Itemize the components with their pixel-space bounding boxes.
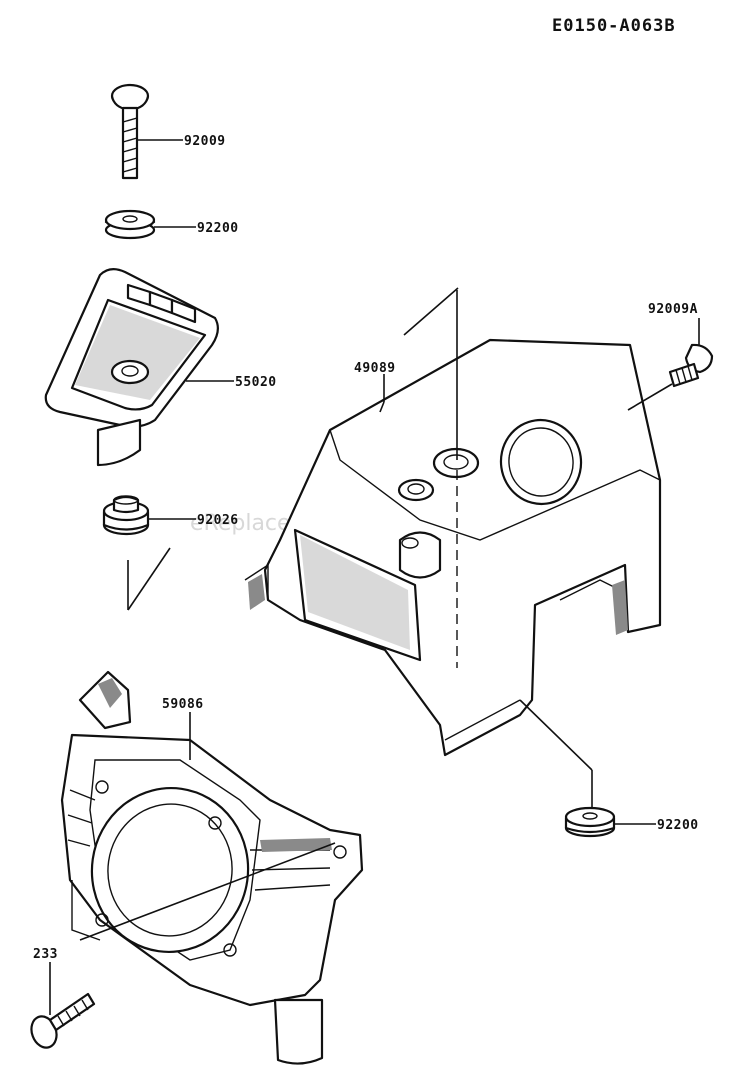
label-92200-bottom: 92200 <box>657 818 699 833</box>
label-55020: 55020 <box>235 375 277 390</box>
screw-bottom-part <box>30 992 96 1049</box>
label-92009: 92009 <box>184 134 226 149</box>
washer-bottom-part <box>564 806 616 838</box>
label-59086: 59086 <box>162 697 204 712</box>
label-92026: 92026 <box>197 513 239 528</box>
washer-top-part <box>104 209 156 240</box>
label-49089: 49089 <box>354 361 396 376</box>
shroud-part <box>60 670 364 1065</box>
bolt-right-part <box>668 343 714 388</box>
bushing-part <box>102 495 150 536</box>
bolt-top-part <box>110 83 150 180</box>
label-92009A: 92009A <box>648 302 698 317</box>
cover-part <box>244 338 662 757</box>
diagram-code: E0150-A063B <box>552 16 676 36</box>
bracket-part <box>44 268 219 467</box>
label-233: 233 <box>33 947 58 962</box>
label-92200-top: 92200 <box>197 221 239 236</box>
